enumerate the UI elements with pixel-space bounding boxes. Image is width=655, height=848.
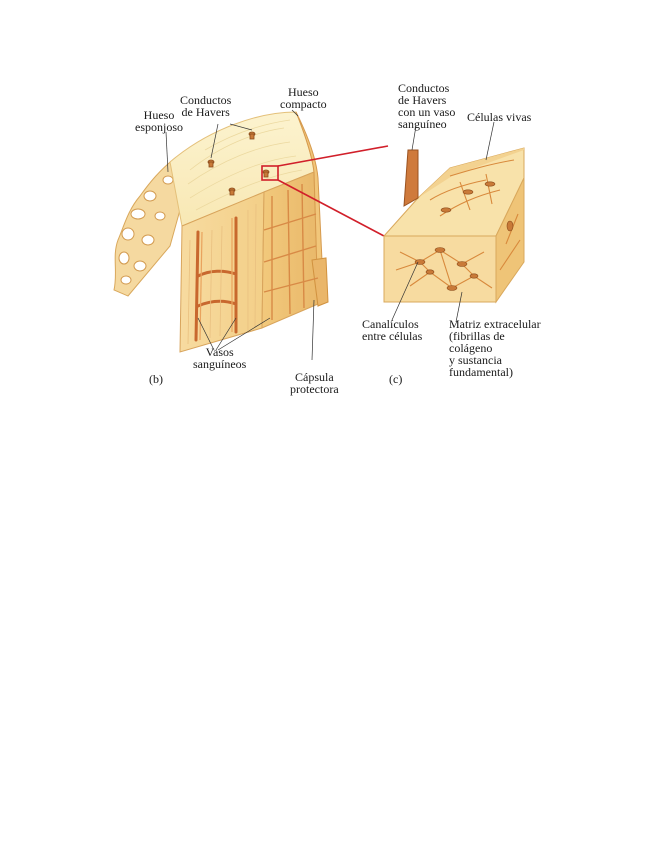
block-front-face bbox=[384, 236, 496, 302]
tissue-block bbox=[384, 148, 524, 302]
label-hueso-esponjoso: Hueso esponjoso bbox=[135, 109, 183, 133]
label-canaliculos: Canalículos entre células bbox=[362, 318, 422, 342]
panel-label-c: (c) bbox=[389, 373, 402, 385]
label-matriz-extracelular: Matriz extracelular (fibrillas de coláge… bbox=[449, 318, 541, 378]
vessel-tube bbox=[404, 150, 418, 206]
label-conductos-havers: Conductos de Havers bbox=[180, 94, 231, 118]
label-capsula-protectora: Cápsula protectora bbox=[290, 371, 339, 395]
label-celulas-vivas: Células vivas bbox=[467, 111, 531, 123]
label-hueso-compacto: Hueso compacto bbox=[280, 86, 327, 110]
panel-label-b: (b) bbox=[149, 373, 163, 385]
label-conductos-havers-vaso: Conductos de Havers con un vaso sanguíne… bbox=[398, 82, 455, 130]
label-vasos-sanguineos: Vasos sanguíneos bbox=[193, 346, 246, 370]
bone-wedge bbox=[114, 112, 328, 352]
